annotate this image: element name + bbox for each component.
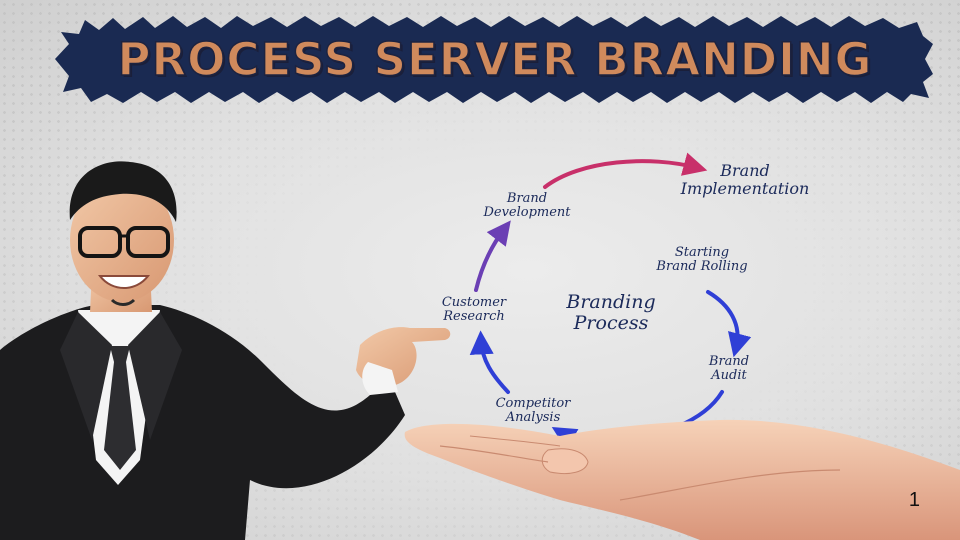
page-title: PROCESS SERVER BRANDING — [117, 32, 873, 87]
center-label-line2: Process — [573, 311, 649, 334]
step-label-line1: Starting — [674, 245, 730, 260]
step-label-line2: Brand Rolling — [656, 259, 748, 275]
step-customer-research: Customer Research — [418, 295, 530, 325]
step-label-line1: Customer — [441, 295, 507, 310]
step-brand-audit: Brand Audit — [684, 354, 774, 384]
step-starting-brand-rolling: Starting Brand Rolling — [632, 245, 772, 275]
step-label-line1: Brand — [506, 191, 548, 206]
step-label-line1: Brand — [708, 354, 750, 369]
center-branding-process: Branding Process — [536, 292, 686, 334]
step-competitor-analysis: Competitor Analysis — [468, 396, 598, 426]
arrow-development-to-implementation — [543, 152, 708, 189]
step-label-line2: Audit — [711, 368, 747, 384]
arrow-starting-to-audit — [706, 290, 752, 358]
center-label-line1: Branding — [566, 291, 656, 313]
step-label-line1: Competitor — [495, 396, 571, 411]
step-label-line2: Research — [443, 309, 505, 325]
step-label-line2: Implementation — [680, 178, 810, 198]
step-label-line2: Development — [483, 205, 571, 221]
title-banner: PROCESS SERVER BRANDING — [55, 14, 935, 104]
arrow-customer-to-development — [474, 220, 511, 292]
step-label-line1: Brand — [720, 161, 770, 180]
page-number: 1 — [908, 489, 920, 511]
open-hand-illustration — [404, 419, 960, 540]
step-brand-implementation: Brand Implementation — [650, 162, 840, 197]
businessman-illustration — [0, 161, 451, 540]
spiky-banner-shape — [55, 16, 933, 103]
step-label-line2: Analysis — [505, 410, 561, 426]
step-brand-development: Brand Development — [462, 191, 592, 221]
arrow-competitor-to-customer — [469, 330, 510, 394]
